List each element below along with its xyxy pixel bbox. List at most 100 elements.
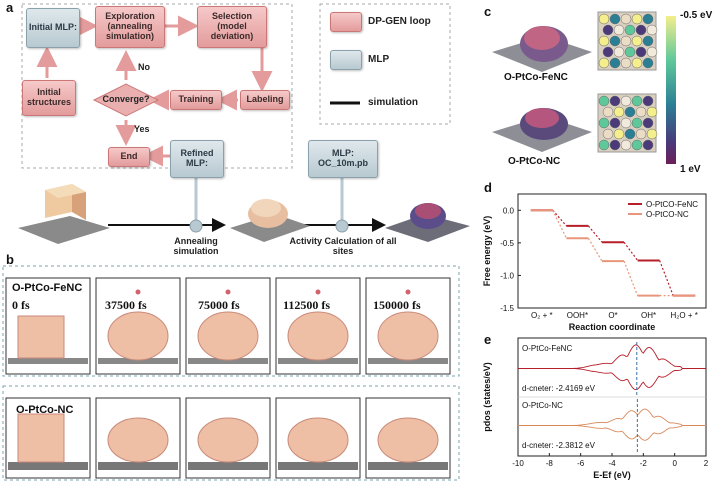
xtick-label-d-4: H₂O + * [671,311,698,320]
panel-a-arrows [18,3,470,244]
atom-1-11 [609,117,621,129]
xlabel-e: E-Ef (eV) [593,470,631,480]
colorbar-bottom-label: 1 eV [680,164,701,175]
atom-0-10 [598,35,610,47]
yes-label: Yes [134,124,150,134]
atom-0-16 [613,46,625,58]
plot-frame-d [517,193,707,309]
converge-diamond [92,83,160,117]
panel-b-frame-bottom [2,385,460,481]
substrate-bottom-3 [278,462,358,470]
atom-1-7 [624,106,636,118]
atom-0-11 [609,35,621,47]
cluster-top-2 [197,311,259,361]
annealing-label: Annealing simulation [173,236,219,256]
substrate-bottom-0 [8,462,88,470]
colorbar-top-label: -0.5 eV [680,10,713,21]
no-label: No [138,62,150,72]
initial-cube-structure [18,184,110,244]
oxygen-dot-2 [225,289,231,295]
atom-1-15 [602,128,614,140]
substrate-top-2 [188,358,268,364]
substrate-top-3 [278,358,358,364]
cluster-bottom-0 [17,413,65,463]
atom-1-0 [598,95,610,107]
panel-c-label2: O-PtCo-NC [508,156,561,167]
atom-1-19 [646,128,658,140]
initial-mlp-box: Initial MLP: [26,8,80,48]
colorbar [666,16,676,164]
panel-b-letter: b [6,252,14,267]
sample-nc-label: O-PtCo-NC [16,404,74,416]
atom-0-14 [642,35,654,47]
legend-dpgen-label: DP-GEN loop [368,16,431,27]
atom-0-7 [624,24,636,36]
panel-c-letter: c [484,4,492,19]
labeling-box: Labeling [240,90,290,110]
atom-1-5 [602,106,614,118]
annealed-structure [230,199,310,242]
ytick-label-d-2: -1.0 [500,271,514,280]
training-box: Training [170,90,222,110]
series-name-e-1: O-PtCo-NC [522,401,563,410]
legend-sim-label: simulation [368,97,419,108]
cluster-bottom-4 [377,417,439,463]
legend-label-d-0: O-PtCO-FeNC [646,200,698,209]
oxygen-dot-1 [135,289,141,295]
substrate-bottom-2 [188,462,268,470]
end-box: End [108,147,150,167]
exploration-box: Exploration (annealing simulation) [95,6,165,48]
pdos-down-0 [518,368,706,391]
xtick-label-e-0: -10 [512,459,524,468]
xtick-label-e-4: -2 [640,459,648,468]
initial-structures-box: Initial structures [22,80,76,116]
ylabel-e: pdos (states/eV) [482,362,492,432]
atom-1-10 [598,117,610,129]
panel-c-label1: O-PtCo-FeNC [504,72,568,83]
d-center-label-0: d-cneter: -2.4169 eV [522,384,596,393]
sample-feNC-label: O-PtCo-FeNC [12,282,83,294]
atom-0-0 [598,13,610,25]
atom-0-8 [635,24,647,36]
converge-label: Converge? [102,94,150,104]
atom-0-19 [646,46,658,58]
atom-1-13 [631,117,643,129]
cluster-top-4 [377,311,439,361]
xtick-label-d-1: OOH* [567,311,588,320]
atom-1-6 [613,106,625,118]
legend-frame [319,3,451,125]
connector-0-1 [587,225,603,243]
pdos-down-1 [518,425,706,441]
activity-label: Activity Calculation of all sites [289,236,397,256]
panel-c-images [492,11,676,164]
panel-b-frame-top [2,265,460,377]
substrate-top-0 [8,358,88,364]
activity-structure [385,203,470,242]
cluster-bottom-2 [197,417,259,463]
xtick-label-d-2: O* [608,311,617,320]
panel-e-letter: e [484,332,492,347]
atom-0-5 [602,24,614,36]
time-4-label: 150000 fs [373,298,421,312]
atom-0-21 [609,57,621,69]
time-1-label: 37500 fs [105,298,147,312]
atom-1-3 [631,95,643,107]
atom-0-1 [609,13,621,25]
substrate-bottom-4 [368,462,448,470]
atom-1-18 [635,128,647,140]
refined-mlp-box: Refined MLP: [170,140,224,178]
atom-0-12 [620,35,632,47]
atom-0-22 [620,57,632,69]
legend-label-d-1: O-PtCO-NC [646,210,689,219]
xtick-label-e-3: -4 [608,459,616,468]
oxygen-dot-3 [315,289,321,295]
ytick-label-d-0: 0.0 [503,206,515,215]
atom-0-24 [642,57,654,69]
cluster-top-0 [17,315,65,359]
d-center-label-1: d-cneter: -2.3812 eV [522,441,596,450]
panel-b-structures [2,265,460,481]
cluster-top-1 [107,311,169,361]
atom-1-23 [631,139,643,151]
xtick-label-d-0: O₂ + * [531,311,553,320]
